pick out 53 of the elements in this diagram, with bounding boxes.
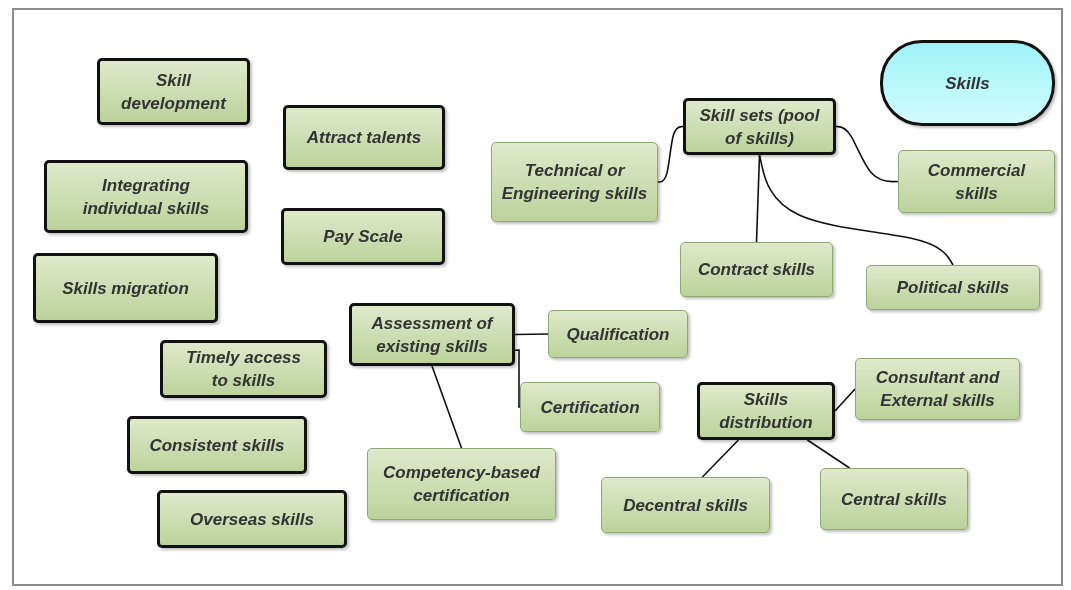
subtopic-label: Decentral skills [623,494,748,517]
connector-line [514,349,521,408]
subtopic-label: Technical or Engineering skills [500,160,649,205]
subtopic-box [898,150,1055,213]
subtopic-label: Qualification [566,323,670,346]
topic-label: Skills distribution [718,389,814,434]
topic-label: Consistent skills [149,434,285,457]
topic-label: Attract talents [306,127,422,149]
topic-box [160,340,327,398]
topic-box [683,98,836,155]
connector-line [514,333,549,336]
subtopic-box [520,382,660,432]
topic-box [281,208,445,265]
subtopic-label: Certification [540,396,640,419]
topic-box [157,490,347,548]
topic-box [44,160,248,233]
topic-label: Assessment of existing skills [370,312,495,358]
subtopic-box [367,448,556,520]
subtopic-box [680,242,833,297]
subtopic-label: Political skills [896,277,1010,299]
topic-box [33,253,218,323]
topic-label: Overseas skills [190,508,314,531]
topic-box [97,58,250,125]
connector-line [806,439,851,469]
topic-box [349,303,515,366]
topic-label: Skill development [120,69,228,115]
connector-line [835,125,899,183]
topic-title: Skills [945,72,990,95]
subtopic-box [866,265,1040,310]
subtopic-label: Contract skills [697,259,816,281]
connector-line [701,439,740,478]
subtopic-box [820,468,968,530]
connector-line [758,154,954,266]
topic-label: Timely access to skills [185,347,302,392]
topic-label: Integrating individual skills [81,174,211,220]
subtopic-label: Central skills [841,488,947,511]
subtopic-box [855,358,1020,420]
connector-line [657,125,684,183]
connector-line [834,388,856,412]
subtopic-label: Commercial skills [926,159,1027,205]
topic-box [697,382,835,440]
subtopic-label: Competency-based certification [382,462,541,507]
topic-box [283,105,445,170]
subtopic-box [491,142,658,222]
subtopic-box [548,310,688,358]
topic-label: Skill sets (pool of skills) [698,104,821,150]
rounded-pill-box [880,40,1055,126]
topic-label: Skills migration [62,277,189,300]
subtopic-label: Consultant and External skills [874,367,1001,412]
topic-label: Pay Scale [323,226,403,248]
connector-line [431,365,463,449]
subtopic-box [601,477,770,533]
topic-box [127,416,307,474]
